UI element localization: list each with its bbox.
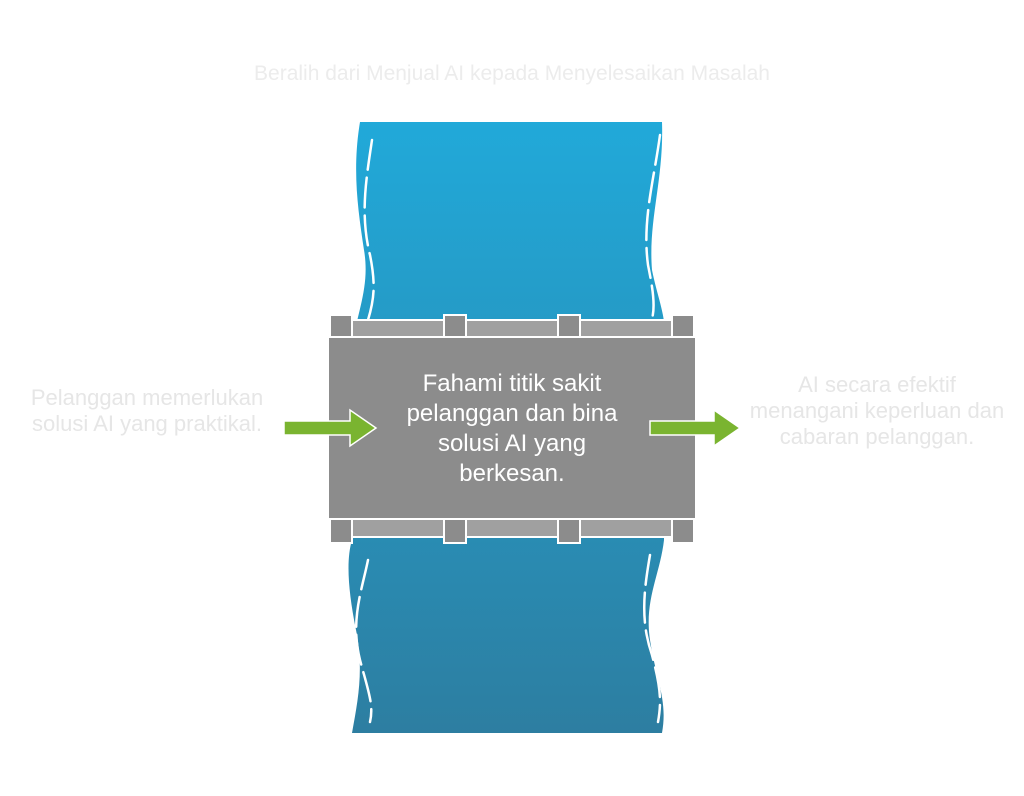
left-label: Pelanggan memerlukan solusi AI yang prak… (30, 385, 264, 436)
diagram-title: Beralih dari Menjual AI kepada Menyelesa… (254, 62, 770, 85)
right-bank-line-top (645, 133, 662, 327)
bridge-label: Fahami titik sakit pelanggan dan bina so… (406, 370, 618, 487)
bridge (327, 314, 697, 544)
arrow-right-icon (283, 408, 378, 448)
left-bank-line-top (363, 138, 375, 322)
river-bank-lines (354, 133, 662, 724)
right-label: AI secara efektif menangani keperluan da… (749, 372, 1005, 449)
right-bank-line-bottom (642, 553, 662, 724)
left-bank-line-bottom (354, 558, 373, 724)
arrow-right-icon (649, 408, 742, 448)
